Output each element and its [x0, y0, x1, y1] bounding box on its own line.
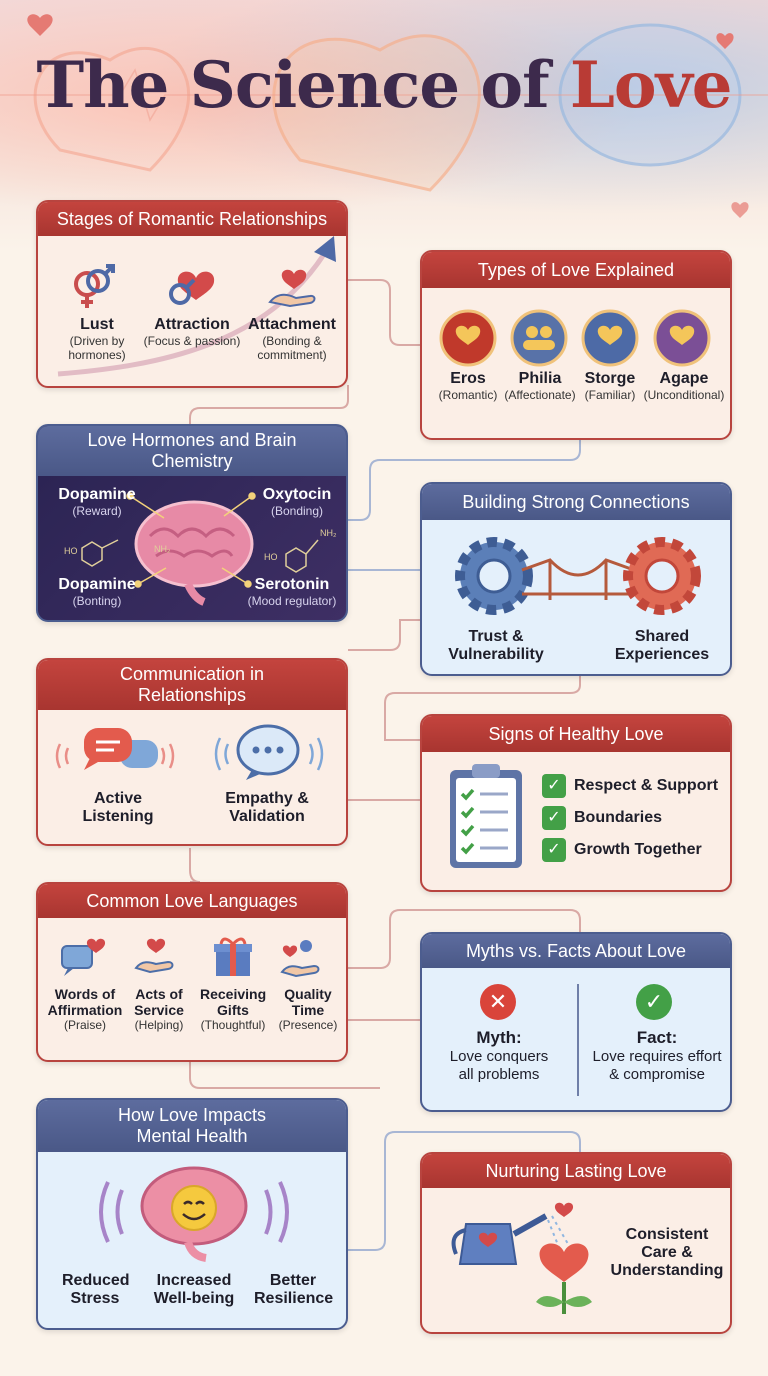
bridge-icon — [521, 558, 635, 600]
communication-heading: Communication in Relationships — [38, 660, 346, 710]
empathy-bubble-icon — [214, 724, 324, 780]
attraction-heart-icon — [169, 271, 215, 305]
gender-symbols-icon — [74, 264, 115, 308]
communication-empathy: Empathy & Validation — [225, 790, 309, 825]
connections-card: Building Strong Connections Trust & Vuln… — [420, 482, 732, 676]
languages-heading: Common Love Languages — [38, 884, 346, 918]
brain-chemistry-illustration — [81, 492, 319, 606]
love-language-icons — [61, 937, 320, 978]
hormone-dopamine-bonting: Dopamine(Bonting) — [58, 576, 136, 608]
language-gifts: Receiving Gifts(Thoughtful) — [200, 986, 267, 1032]
connections-heading: Building Strong Connections — [422, 484, 730, 520]
mental-card: How Love Impacts Mental Health Reduced S… — [36, 1098, 348, 1330]
stage-lust: Lust(Driven by hormones) — [68, 316, 126, 362]
red-gear-icon — [623, 537, 701, 615]
nurture-text: Consistent Care & Understanding — [610, 1226, 724, 1279]
hormone-dopamine-reward: Dopamine(Reward) — [58, 486, 136, 518]
nurture-heading: Nurturing Lasting Love — [422, 1154, 730, 1188]
types-card: Types of Love Explained Eros(Romantic) P… — [420, 250, 732, 440]
connection-trust: Trust & Vulnerability — [448, 628, 544, 663]
stages-heading: Stages of Romantic Relationships — [38, 202, 346, 236]
myth-statement: Myth: Love conquers all problems — [449, 1028, 549, 1083]
people-hand-icon — [280, 940, 320, 978]
conversation-bubbles-icon — [55, 728, 175, 770]
language-time: Quality Time(Presence) — [278, 986, 338, 1032]
hormones-card: Love Hormones and Brain Chemistry HO NH₂… — [36, 424, 348, 622]
clipboard-checklist-icon — [450, 764, 522, 868]
philia-people-icon — [510, 309, 568, 367]
communication-active-listening: Active Listening — [82, 790, 154, 825]
hormone-serotonin: Serotonin(Mood regulator) — [247, 576, 337, 608]
type-agape: Agape(Unconditional) — [643, 370, 725, 402]
mental-reduced-stress: Reduced Stress — [62, 1272, 130, 1307]
healthy-card: Signs of Healthy Love ✓ Respect & Suppor… — [420, 714, 732, 892]
blue-gear-icon — [455, 537, 533, 615]
eros-heart-icon — [439, 309, 497, 367]
hormones-heading: Love Hormones and Brain Chemistry — [38, 426, 346, 476]
myths-card: Myths vs. Facts About Love ✕ ✓ Myth: Lov… — [420, 932, 732, 1112]
speech-bubbles-illustration — [55, 724, 324, 780]
healthy-heading: Signs of Healthy Love — [422, 716, 730, 752]
type-philia: Philia(Affectionate) — [504, 370, 576, 402]
type-storge: Storge(Familiar) — [584, 370, 636, 402]
stages-card: Stages of Romantic Relationships Lust(Dr… — [36, 200, 348, 388]
language-words: Words of Affirmation(Praise) — [47, 986, 123, 1032]
healthy-sign-boundaries: ✓ Boundaries — [542, 806, 662, 830]
speech-heart-icon — [61, 938, 106, 976]
language-acts: Acts of Service(Helping) — [134, 986, 184, 1032]
mental-wellbeing: Increased Well-being — [153, 1272, 235, 1307]
watering-can-plant-icon — [451, 1202, 592, 1314]
agape-heart-icon — [653, 309, 711, 367]
page-title: The Science of Love — [36, 48, 733, 123]
gift-icon — [214, 937, 252, 976]
formula-nh2-left: NH₂ — [154, 544, 171, 554]
formula-ho-right: HO — [264, 552, 278, 562]
formula-ho-left: HO — [64, 546, 78, 556]
mental-heading: How Love Impacts Mental Health — [38, 1100, 346, 1152]
nurture-card: Nurturing Lasting Love Consistent Care &… — [420, 1152, 732, 1334]
hero-decoration — [0, 14, 768, 218]
myths-heading: Myths vs. Facts About Love — [422, 934, 730, 968]
formula-nh2-right: NH₂ — [320, 528, 337, 538]
happy-brain-illustration — [99, 1166, 289, 1262]
stage-attachment: Attachment(Bonding & commitment) — [247, 316, 336, 362]
communication-card: Communication in Relationships Active Li… — [36, 658, 348, 846]
myth-x-icon: ✕ — [480, 984, 516, 1020]
storge-heart-icon — [581, 309, 639, 367]
languages-card: Common Love Languages Words of Affirmati… — [36, 882, 348, 1062]
check-icon: ✓ — [542, 806, 566, 830]
healthy-sign-growth: ✓ Growth Together — [542, 838, 702, 862]
mental-resilience: Better Resilience — [254, 1272, 334, 1307]
fact-check-icon: ✓ — [636, 984, 672, 1020]
connection-shared: Shared Experiences — [614, 628, 710, 663]
fact-statement: Fact: Love requires effort & compromise — [592, 1028, 722, 1083]
types-heading: Types of Love Explained — [422, 252, 730, 288]
stage-attraction: Attraction(Focus & passion) — [143, 316, 241, 348]
hand-heart-icon — [134, 938, 174, 974]
check-icon: ✓ — [542, 838, 566, 862]
myth-fact-divider — [577, 984, 579, 1096]
hormone-oxytocin: Oxytocin(Bonding) — [262, 486, 332, 518]
type-eros: Eros(Romantic) — [438, 370, 498, 402]
gears-bridge-illustration — [455, 537, 701, 615]
love-type-icons — [439, 309, 711, 367]
heart-plant-icon — [536, 1202, 592, 1314]
check-icon: ✓ — [542, 774, 566, 798]
hand-heart-icon — [268, 269, 316, 308]
healthy-sign-respect: ✓ Respect & Support — [542, 774, 718, 798]
watering-can-icon — [451, 1213, 548, 1265]
